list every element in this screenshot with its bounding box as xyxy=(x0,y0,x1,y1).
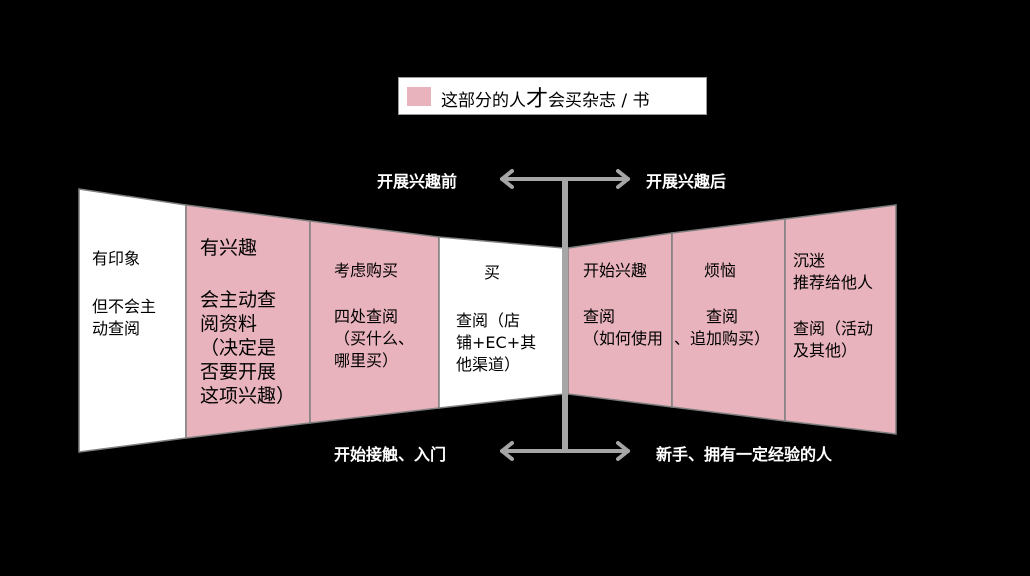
segment-1-body: 但不会主 动查阅 xyxy=(92,297,157,338)
segment-3-title: 考虑购买 xyxy=(334,261,399,280)
legend-text-emphasis: 才 xyxy=(526,87,549,112)
segment-6-title: 烦恼 xyxy=(704,261,737,280)
funnel-segment-7 xyxy=(784,204,897,435)
segment-7-title: 沉迷 推荐给他人 xyxy=(793,251,874,292)
segment-5-title: 开始兴趣 xyxy=(583,261,648,280)
legend: 这部分的人才会买杂志 / 书 xyxy=(398,77,707,115)
segment-3-body: 四处查阅 （买什么、 哪里买） xyxy=(334,307,415,370)
segment-2-title: 有兴趣 xyxy=(200,237,258,259)
segment-2-body: 会主动查 阅资料 （决定是 否要开展 这项兴趣） xyxy=(200,289,296,407)
segment-1-title: 有印象 xyxy=(92,249,141,268)
legend-text-after: 会买杂志 / 书 xyxy=(548,91,650,111)
axis-label-bottom-left: 开始接触、入门 xyxy=(334,445,447,464)
legend-text: 这部分的人才会买杂志 / 书 xyxy=(441,86,650,112)
bottom-arrow xyxy=(500,441,630,461)
legend-text-before: 这部分的人 xyxy=(441,91,526,111)
axis-label-bottom-right: 新手、拥有一定经验的人 xyxy=(656,445,833,464)
axis-label-top-right: 开展兴趣后 xyxy=(646,172,727,191)
segment-4-title: 买 xyxy=(484,263,501,282)
center-divider xyxy=(562,180,568,450)
segment-4-body: 查阅（店 铺+EC+其 他渠道） xyxy=(456,311,537,374)
legend-swatch xyxy=(407,87,431,106)
segment-6-body: 查阅 、追加购买） xyxy=(674,307,771,348)
top-arrow xyxy=(500,169,630,189)
segment-5-body: 查阅 （如何使用 xyxy=(583,307,664,348)
segment-7-body: 查阅（活动 及其他） xyxy=(793,319,874,360)
axis-label-top-left: 开展兴趣前 xyxy=(377,172,458,191)
